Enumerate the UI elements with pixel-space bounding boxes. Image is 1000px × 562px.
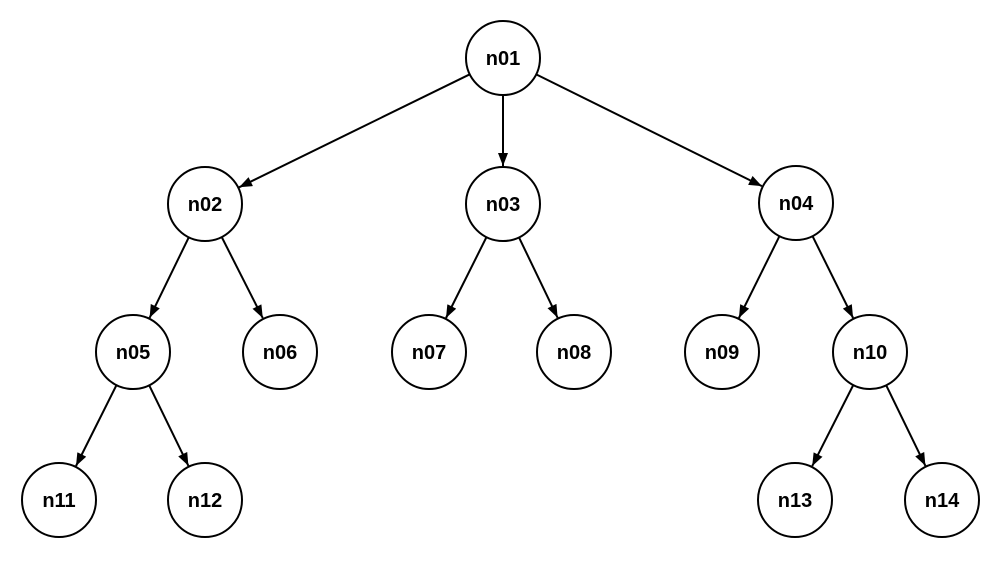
node-n01: n01 (465, 20, 541, 96)
node-circle-n08 (536, 314, 612, 390)
node-circle-n04 (758, 165, 834, 241)
node-n03: n03 (465, 166, 541, 242)
node-label-n04: n04 (779, 193, 814, 215)
node-label-n13: n13 (778, 490, 812, 512)
edge-n04-n09 (738, 235, 781, 319)
node-label-n09: n09 (705, 342, 739, 364)
node-n14: n14 (904, 462, 980, 538)
node-label-n07: n07 (412, 342, 446, 364)
node-label-n05: n05 (116, 342, 150, 364)
node-circle-n05 (95, 314, 171, 390)
edge-n10-n13 (811, 384, 855, 467)
edge-n03-n08 (518, 236, 559, 319)
node-circle-n01 (465, 20, 541, 96)
node-n10: n10 (832, 314, 908, 390)
node-label-n03: n03 (486, 194, 520, 216)
node-circle-n13 (757, 462, 833, 538)
edge-n01-n04 (535, 73, 763, 187)
node-label-n14: n14 (925, 490, 960, 512)
node-circle-n12 (167, 462, 243, 538)
node-n09: n09 (684, 314, 760, 390)
node-circle-n09 (684, 314, 760, 390)
node-n06: n06 (242, 314, 318, 390)
node-label-n12: n12 (188, 490, 222, 512)
node-n11: n11 (21, 462, 97, 538)
node-circle-n11 (21, 462, 97, 538)
node-circle-n06 (242, 314, 318, 390)
node-n13: n13 (757, 462, 833, 538)
edge-n03-n07 (445, 236, 488, 319)
node-n07: n07 (391, 314, 467, 390)
node-label-n06: n06 (263, 342, 297, 364)
node-label-n11: n11 (42, 490, 75, 512)
node-n08: n08 (536, 314, 612, 390)
node-circle-n10 (832, 314, 908, 390)
edge-n05-n12 (148, 384, 190, 467)
edge-n02-n05 (148, 236, 190, 319)
edge-n01-n02 (238, 73, 471, 189)
node-label-n10: n10 (853, 342, 887, 364)
node-circle-n07 (391, 314, 467, 390)
node-n12: n12 (167, 462, 243, 538)
node-label-n02: n02 (188, 194, 222, 216)
node-n05: n05 (95, 314, 171, 390)
node-label-n01: n01 (486, 48, 520, 70)
node-n02: n02 (167, 166, 243, 242)
node-label-n08: n08 (557, 342, 591, 364)
edge-n02-n06 (220, 236, 264, 319)
edge-n04-n10 (811, 235, 854, 319)
node-n04: n04 (758, 165, 834, 241)
node-circle-n03 (465, 166, 541, 242)
edge-n05-n11 (75, 384, 118, 467)
edge-n10-n14 (885, 384, 927, 467)
node-circle-n02 (167, 166, 243, 242)
node-circle-n14 (904, 462, 980, 538)
